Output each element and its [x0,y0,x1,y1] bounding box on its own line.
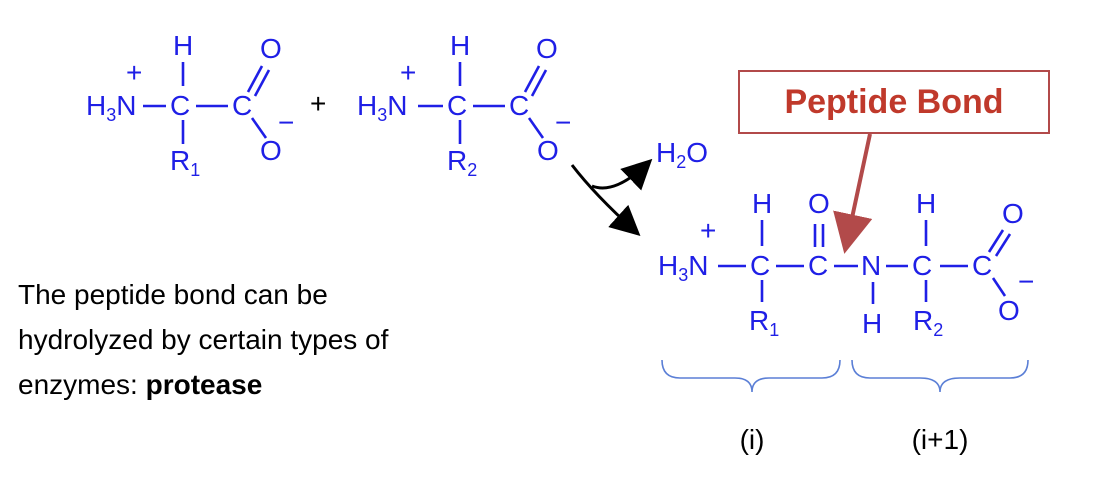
amino-acid-2: H + H3N C C O O − R2 [357,30,571,180]
dp-r1: R1 [749,305,779,340]
dp-plus: + [700,215,716,246]
aa2-o-top: O [536,33,558,64]
dipeptide: + H3N H C R1 C O N H H C R2 C O O − [658,188,1034,340]
aa2-c-alpha: C [447,90,467,121]
caption-line-3-prefix: enzymes: [18,369,146,400]
aa2-h-top: H [450,30,470,61]
aa2-r2: R2 [447,145,477,180]
amino-acid-1: H + H3N C C O O − R1 [86,30,294,180]
dp-o2-top: O [1002,198,1024,229]
brace-residue-i-plus-1 [851,359,1029,393]
aa1-plus: + [126,57,142,88]
dp-c-alpha-1: C [750,250,770,281]
aa2-h3n: H3N [357,90,407,125]
water-formula: H2O [656,137,708,172]
caption-line-2: hydrolyzed by certain types of [18,324,389,355]
dp-h2: H [916,188,936,219]
aa2-plus: + [400,57,416,88]
dp-o1: O [808,188,830,219]
dp-h1: H [752,188,772,219]
dp-h-n: H [862,308,882,339]
dp-o2-bottom: O [998,295,1020,326]
aa2-minus: − [555,107,571,138]
caption-protease: protease [145,369,263,400]
aa1-o-top: O [260,33,282,64]
dp-n-peptide: N [861,250,881,281]
dp-minus: − [1018,266,1034,297]
aa2-c-carbonyl: C [509,90,529,121]
dp-c-carbonyl-2: C [972,250,992,281]
caption-line-1: The peptide bond can be [18,279,328,310]
caption-text: The peptide bond can be hydrolyzed by ce… [18,272,538,407]
aa1-h3n: H3N [86,90,136,125]
dp-h3n: H3N [658,250,708,285]
aa1-o-bottom: O [260,135,282,166]
dp-r2: R2 [913,305,943,340]
peptide-bond-arrow [833,133,873,254]
dp-c-carbonyl-1: C [808,250,828,281]
residue-label-i-plus-1: (i+1) [911,424,969,455]
reaction-arrow-main [570,164,641,237]
residue-label-i: (i) [739,424,765,455]
peptide-bond-label: Peptide Bond [738,70,1050,134]
caption-line-3: enzymes: protease [18,362,538,407]
brace-residue-i [661,359,841,393]
aa1-minus: − [278,107,294,138]
aa1-c-carbonyl: C [232,90,252,121]
aa1-h-top: H [173,30,193,61]
plus-sign: + [310,88,326,119]
reaction-arrow-water [591,158,653,191]
aa1-c-alpha: C [170,90,190,121]
aa1-r1: R1 [170,145,200,180]
aa2-o-bottom: O [537,135,559,166]
dp-c-alpha-2: C [912,250,932,281]
